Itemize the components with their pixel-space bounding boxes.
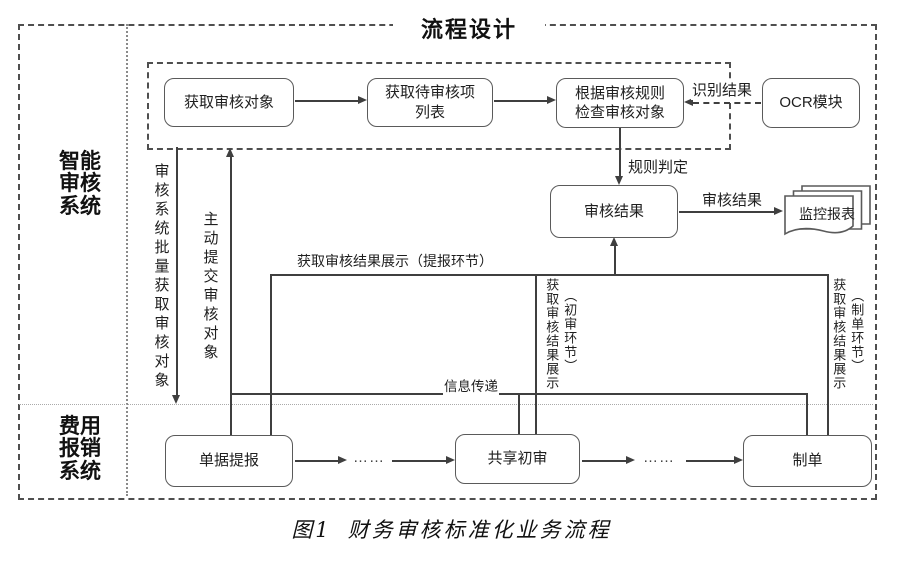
region-label-intelligent-audit: 智能审核系统: [59, 150, 101, 218]
vlabel-result-display-first-review-note: ︵初审环节︶: [562, 289, 578, 373]
connector-result-to-report: [679, 211, 774, 213]
arrowhead-result-to-report: [774, 207, 783, 215]
node-fetch-audit-object: 获取审核对象: [164, 78, 294, 127]
connector-bus-to-audit-result: [614, 245, 616, 274]
report-label: 监控报表: [799, 206, 855, 222]
ellipsis-1: ……: [353, 449, 385, 466]
figure-caption-text: 财务审核标准化业务流程: [347, 518, 612, 542]
region-label-expense-system: 费用报销系统: [59, 415, 101, 483]
connector-batch-fetch: [176, 147, 178, 396]
connector-result-display-bus: [270, 274, 829, 276]
vlabel-result-display-voucher: 获取审核结果展示: [831, 278, 847, 390]
label-recognition-result: 识别结果: [691, 79, 754, 100]
arrowhead-check-to-result: [615, 176, 623, 185]
node-voucher: 制单: [743, 435, 872, 487]
connector-active-submit: [230, 156, 232, 435]
connector-bus-to-shared-review: [535, 274, 537, 434]
inner-dashed-frame: [147, 62, 731, 150]
region-separator-horizontal: [19, 404, 873, 405]
label-rule-judgement: 规则判定: [627, 156, 690, 177]
vlabel-result-display-voucher-note: ︵制单环节︶: [849, 289, 865, 373]
node-monitor-report: 监控报表: [781, 184, 875, 244]
page-title: 流程设计: [393, 12, 545, 44]
arrowhead-batch-fetch: [172, 395, 180, 404]
arrowhead-fetch-to-list: [358, 96, 367, 104]
label-info-transfer: 信息传递: [443, 375, 499, 395]
connector-into-voucher: [686, 460, 734, 462]
arrowhead-list-to-check: [547, 96, 556, 104]
node-ocr-module: OCR模块: [762, 78, 860, 128]
connector-ocr-to-check: [693, 102, 761, 104]
node-shared-first-review: 共享初审: [455, 434, 580, 484]
report-stack-icon: [784, 185, 871, 236]
figure-caption: 图1 财务审核标准化业务流程: [0, 514, 903, 544]
connector-check-to-result: [619, 128, 621, 178]
node-fetch-pending-list: 获取待审核项 列表: [367, 78, 493, 127]
figure-caption-number: 图1: [291, 518, 332, 542]
arrowhead-review-out: [626, 456, 635, 464]
label-result-display-submit-stage: 获取审核结果展示（提报环节）: [296, 251, 494, 271]
arrowhead-active-submit: [226, 148, 234, 157]
arrowhead-into-review: [446, 456, 455, 464]
connector-bus-to-doc-submit: [270, 274, 272, 435]
arrowhead-bus-to-audit-result: [610, 237, 618, 246]
node-doc-submit: 单据提报: [165, 435, 293, 487]
connector-list-to-check: [494, 100, 547, 102]
connector-into-review: [392, 460, 446, 462]
node-audit-result: 审核结果: [550, 185, 678, 238]
arrowhead-ocr-to-check: [684, 98, 693, 106]
node-rule-check: 根据审核规则 检查审核对象: [556, 78, 684, 128]
arrowhead-submit-out: [338, 456, 347, 464]
label-audit-result-output: 审核结果: [701, 189, 764, 210]
connector-review-out: [582, 460, 626, 462]
vlabel-result-display-first-review: 获取审核结果展示: [544, 278, 560, 390]
connector-bus-to-voucher: [827, 274, 829, 435]
connector-submit-out: [295, 460, 338, 462]
connector-info-to-voucher: [806, 393, 808, 435]
connector-fetch-to-list: [295, 100, 358, 102]
arrowhead-into-voucher: [734, 456, 743, 464]
region-separator-vertical: [126, 24, 128, 496]
vlabel-batch-fetch: 审核系统批量获取审核对象: [152, 163, 170, 391]
connector-info-to-shared-review: [518, 393, 520, 434]
ellipsis-2: ……: [643, 449, 675, 466]
vlabel-active-submit: 主动提交审核对象: [201, 211, 219, 363]
